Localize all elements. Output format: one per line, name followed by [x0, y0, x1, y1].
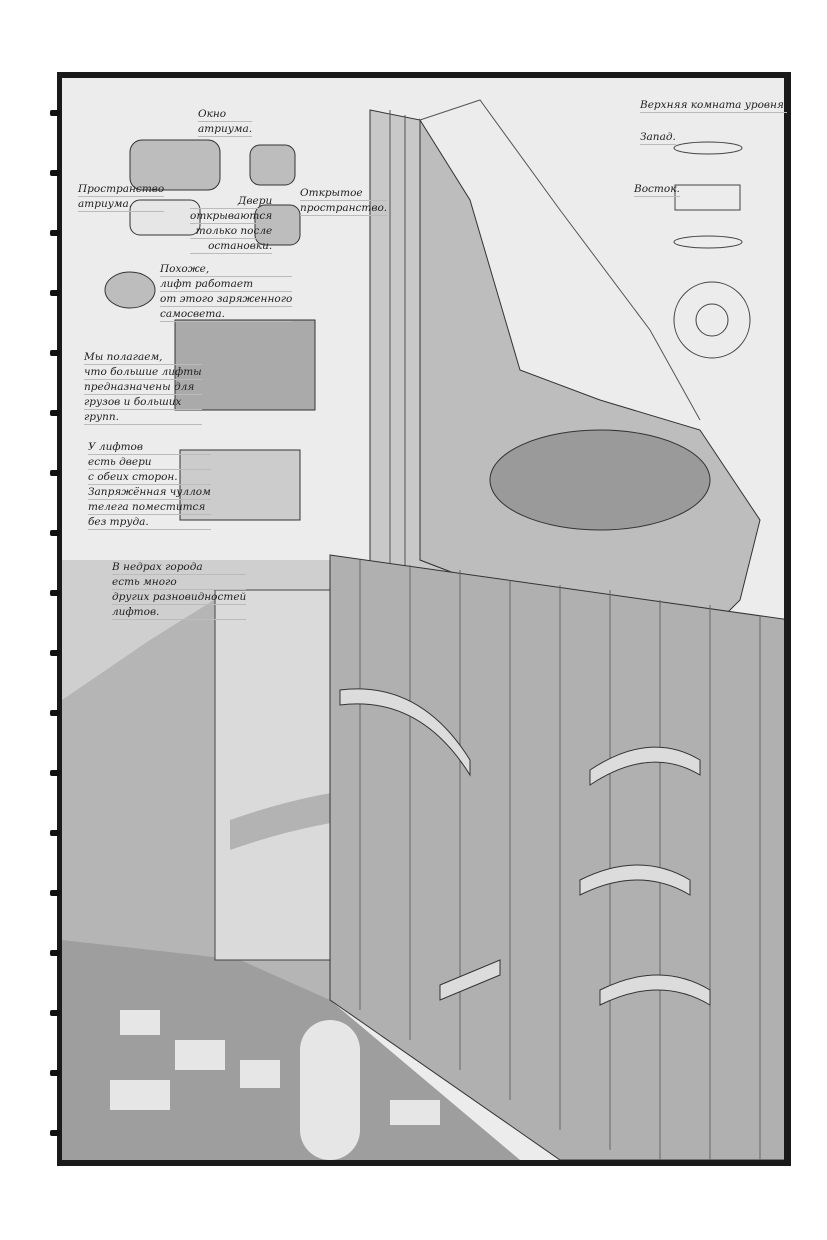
binding-hole [50, 530, 60, 536]
sketch-page [62, 78, 784, 1160]
binding-hole [50, 830, 60, 836]
binding-hole [50, 950, 60, 956]
ground-plan-blocks [110, 1010, 440, 1160]
building-columns [359, 560, 761, 1160]
binding-hole [50, 170, 60, 176]
bridges [339, 688, 711, 1006]
mountain-outline [419, 99, 701, 421]
binding-hole [50, 290, 60, 296]
binding-hole [50, 590, 60, 596]
binding-hole [50, 350, 60, 356]
city-block [329, 554, 784, 1160]
binding-hole [50, 1010, 60, 1016]
elevator-sketches [104, 139, 316, 521]
binding-hole [50, 110, 60, 116]
atrium-floor [489, 429, 711, 531]
tower-grid [389, 110, 406, 588]
binding-hole [50, 1130, 60, 1136]
note-east: Восток. [634, 183, 680, 197]
illustration [62, 99, 784, 1160]
binding-hole [50, 470, 60, 476]
binding-hole [50, 890, 60, 896]
binding-hole [50, 410, 60, 416]
binding-hole [50, 1070, 60, 1076]
binding-hole [50, 650, 60, 656]
elevator-shaft-glass [214, 589, 331, 961]
binding-hole [50, 230, 60, 236]
binding-hole [50, 770, 60, 776]
elevation-views [673, 141, 751, 359]
note-west: Запад. [640, 131, 676, 145]
binding-hole [50, 710, 60, 716]
note-upper-room: Верхняя комната уровня. [640, 99, 788, 113]
